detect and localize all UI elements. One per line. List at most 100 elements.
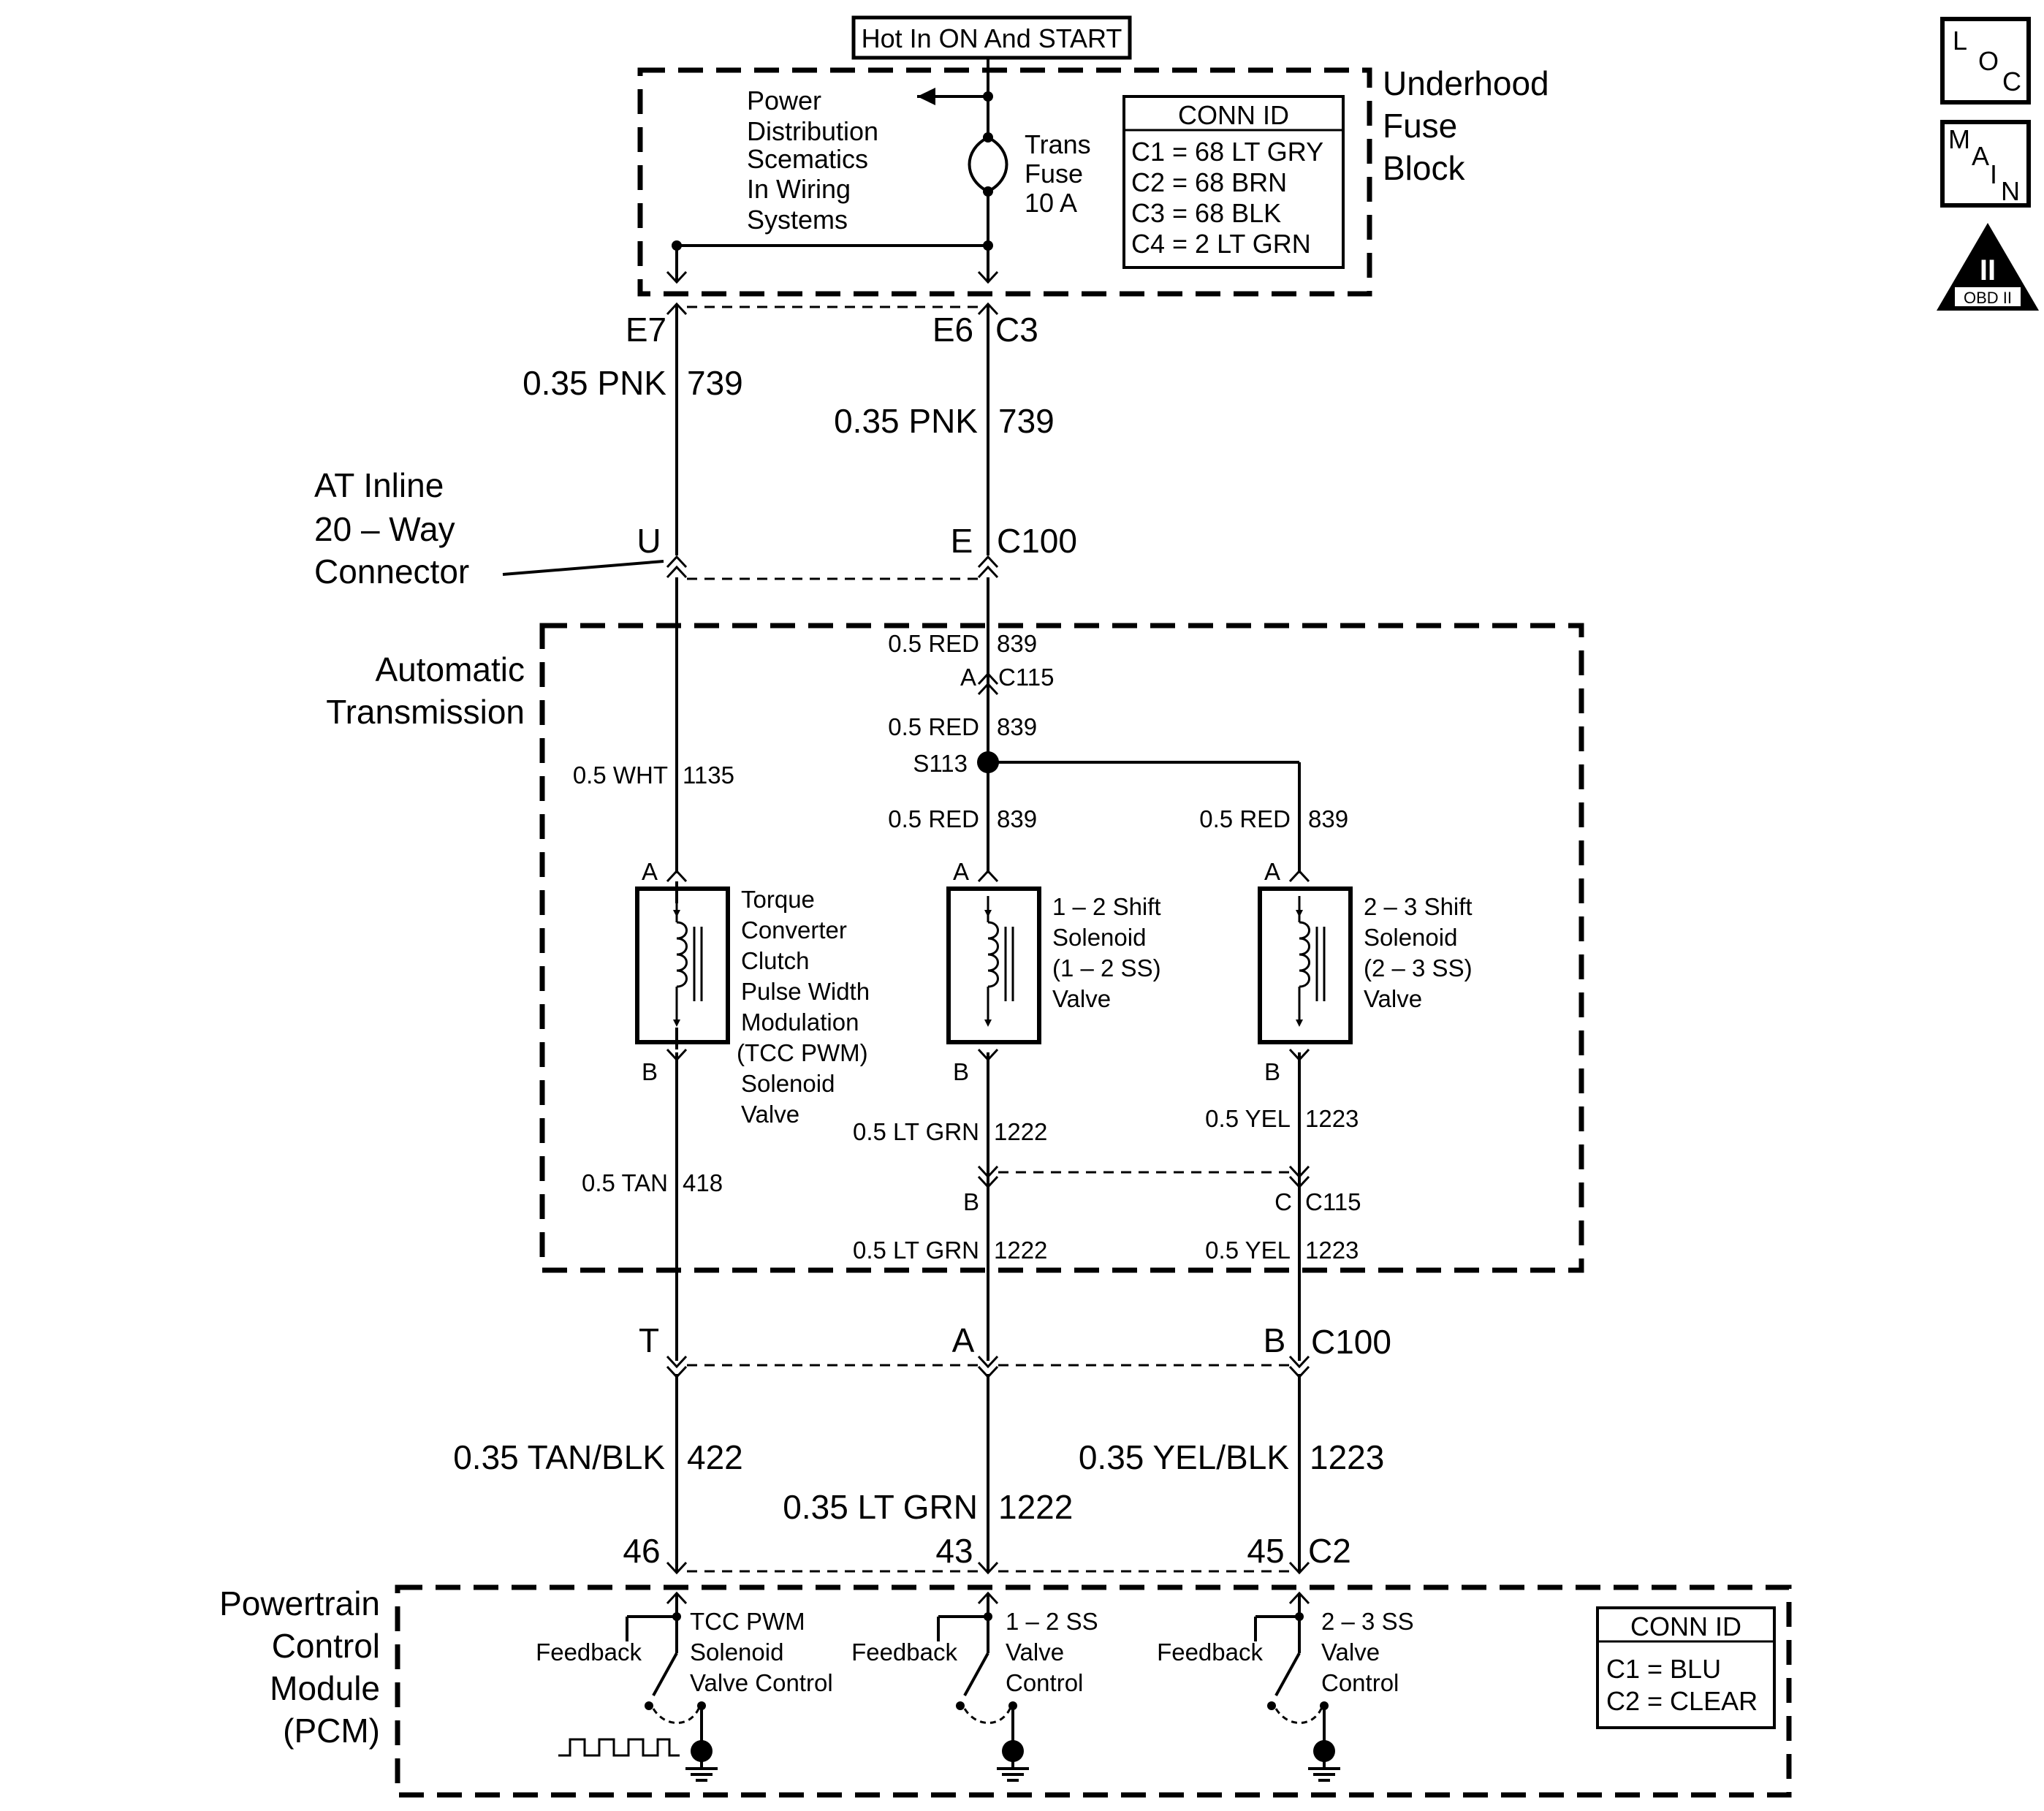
pcm-boundary bbox=[395, 1584, 1792, 1798]
svg-text:Transmission: Transmission bbox=[326, 693, 525, 731]
svg-text:Torque: Torque bbox=[741, 886, 815, 913]
svg-text:Control: Control bbox=[272, 1627, 380, 1665]
wire-circuit-label: 839 bbox=[1308, 805, 1348, 832]
wire-color-label: 0.5 RED bbox=[888, 805, 979, 832]
wire-color-label: 0.5 RED bbox=[888, 713, 979, 740]
svg-text:Valve: Valve bbox=[1364, 985, 1422, 1012]
svg-text:Powertrain: Powertrain bbox=[219, 1584, 380, 1622]
wire-circuit-label: 739 bbox=[687, 364, 743, 402]
wire-circuit-label: 739 bbox=[998, 402, 1055, 440]
svg-text:Clutch: Clutch bbox=[741, 947, 810, 974]
pin-c: C bbox=[1274, 1188, 1292, 1215]
fuse-block-boundary bbox=[637, 67, 1372, 297]
obd-ii-icon: II OBD II bbox=[1937, 223, 2039, 311]
svg-text:2 – 3 SS: 2 – 3 SS bbox=[1321, 1608, 1414, 1635]
transmission-boundary bbox=[539, 623, 1584, 1273]
pcm-conn-id-table: CONN ID C1 = BLU C2 = CLEAR bbox=[1596, 1606, 1776, 1729]
wire-circuit-label: 1222 bbox=[994, 1118, 1047, 1145]
ss12-solenoid-icon bbox=[946, 886, 1041, 1044]
main-icon: M A I N bbox=[1940, 120, 2031, 208]
svg-text:Solenoid: Solenoid bbox=[690, 1639, 783, 1666]
svg-text:Valve: Valve bbox=[1006, 1639, 1064, 1666]
wire-color-label: 0.35 YEL/BLK bbox=[1079, 1438, 1289, 1476]
svg-text:Power: Power bbox=[747, 86, 821, 115]
tcc-solenoid-label: Torque Converter Clutch Pulse Width Modu… bbox=[737, 886, 870, 1128]
arrow-icon bbox=[917, 88, 935, 105]
fuse-label: Trans Fuse 10 A bbox=[1025, 129, 1091, 218]
fuse-icon bbox=[968, 135, 1008, 194]
svg-text:A: A bbox=[1972, 141, 1989, 171]
ss12-control-label: 1 – 2 SS Valve Control bbox=[1006, 1608, 1098, 1696]
pin-46: 46 bbox=[623, 1532, 660, 1570]
wire-circuit-label: 1222 bbox=[994, 1237, 1047, 1264]
svg-text:Valve: Valve bbox=[1321, 1639, 1380, 1666]
wire-circuit-label: 839 bbox=[997, 713, 1037, 740]
svg-text:Fuse: Fuse bbox=[1383, 107, 1457, 145]
svg-text:C4 = 2 LT GRN: C4 = 2 LT GRN bbox=[1131, 229, 1311, 259]
feedback-label: Feedback bbox=[851, 1639, 957, 1666]
svg-text:Valve Control: Valve Control bbox=[690, 1669, 833, 1696]
pin-u: U bbox=[637, 522, 661, 560]
svg-text:C3 = 68 BLK: C3 = 68 BLK bbox=[1131, 198, 1281, 228]
svg-text:C1 = BLU: C1 = BLU bbox=[1606, 1654, 1721, 1684]
svg-text:Modulation: Modulation bbox=[741, 1009, 859, 1036]
svg-text:Valve: Valve bbox=[1052, 985, 1111, 1012]
wire-color-label: 0.35 PNK bbox=[523, 364, 666, 402]
svg-text:20 – Way: 20 – Way bbox=[314, 510, 455, 548]
svg-text:Solenoid: Solenoid bbox=[741, 1070, 835, 1097]
svg-text:Control: Control bbox=[1006, 1669, 1083, 1696]
ss23-driver-icon bbox=[1254, 1591, 1340, 1782]
pin-b: B bbox=[963, 1188, 979, 1215]
svg-text:Connector: Connector bbox=[314, 553, 469, 591]
splice-label: S113 bbox=[913, 750, 968, 777]
svg-text:Module: Module bbox=[270, 1669, 380, 1707]
svg-text:(1 – 2 SS): (1 – 2 SS) bbox=[1052, 954, 1161, 982]
wire-color-label: 0.5 RED bbox=[1199, 805, 1291, 832]
feedback-label: Feedback bbox=[536, 1639, 642, 1666]
svg-text:(PCM): (PCM) bbox=[283, 1712, 380, 1750]
hot-label-box bbox=[851, 15, 1132, 60]
pin-b: B bbox=[642, 1058, 658, 1085]
wire-circuit-label: 1135 bbox=[683, 762, 734, 789]
svg-text:Block: Block bbox=[1383, 149, 1465, 187]
svg-text:O: O bbox=[1978, 46, 1999, 76]
pin-a: A bbox=[952, 1321, 975, 1359]
ss12-solenoid-label: 1 – 2 Shift Solenoid (1 – 2 SS) Valve bbox=[1052, 893, 1161, 1012]
wire-circuit-label: 839 bbox=[997, 630, 1037, 657]
svg-text:Solenoid: Solenoid bbox=[1052, 924, 1146, 951]
svg-text:TCC PWM: TCC PWM bbox=[690, 1608, 805, 1635]
wire-color-label: 0.5 LT GRN bbox=[853, 1237, 979, 1264]
wire-color-label: 0.5 YEL bbox=[1205, 1105, 1291, 1132]
wire-circuit-label: 1223 bbox=[1305, 1237, 1359, 1264]
pin-e: E bbox=[951, 522, 973, 560]
wire-circuit-label: 1223 bbox=[1310, 1438, 1384, 1476]
svg-text:II: II bbox=[1980, 254, 1996, 286]
tcc-pwm-solenoid-icon bbox=[635, 881, 730, 1049]
pcm-title: Powertrain Control Module (PCM) bbox=[219, 1584, 380, 1750]
wire-color-label: 0.5 RED bbox=[888, 630, 979, 657]
wire-circuit-label: 418 bbox=[683, 1169, 723, 1196]
wire-color-label: 0.5 LT GRN bbox=[853, 1118, 979, 1145]
loc-icon: L O C bbox=[1940, 17, 2031, 105]
svg-text:I: I bbox=[1990, 159, 1997, 189]
svg-text:Converter: Converter bbox=[741, 916, 847, 944]
connector-c115-bottom: C115 bbox=[1305, 1188, 1361, 1215]
svg-text:Trans: Trans bbox=[1025, 129, 1091, 159]
wire-circuit-label: 1223 bbox=[1305, 1105, 1359, 1132]
wire-circuit-label: 1222 bbox=[998, 1488, 1073, 1526]
connector-c100-bottom: C100 bbox=[1311, 1323, 1391, 1361]
svg-text:C2 = CLEAR: C2 = CLEAR bbox=[1606, 1686, 1758, 1716]
svg-text:N: N bbox=[2001, 176, 2020, 206]
svg-text:M: M bbox=[1948, 124, 1970, 154]
svg-text:Automatic: Automatic bbox=[375, 650, 525, 688]
svg-text:2 – 3 Shift: 2 – 3 Shift bbox=[1364, 893, 1473, 920]
tcc-driver-icon bbox=[558, 1591, 718, 1782]
svg-text:CONN ID: CONN ID bbox=[1630, 1611, 1741, 1641]
pin-43: 43 bbox=[935, 1532, 973, 1570]
pin-b: B bbox=[1264, 1058, 1280, 1085]
svg-text:Control: Control bbox=[1321, 1669, 1399, 1696]
svg-text:In Wiring: In Wiring bbox=[747, 174, 851, 204]
connector-c115-top: C115 bbox=[998, 664, 1054, 691]
svg-text:Pulse Width: Pulse Width bbox=[741, 978, 870, 1005]
